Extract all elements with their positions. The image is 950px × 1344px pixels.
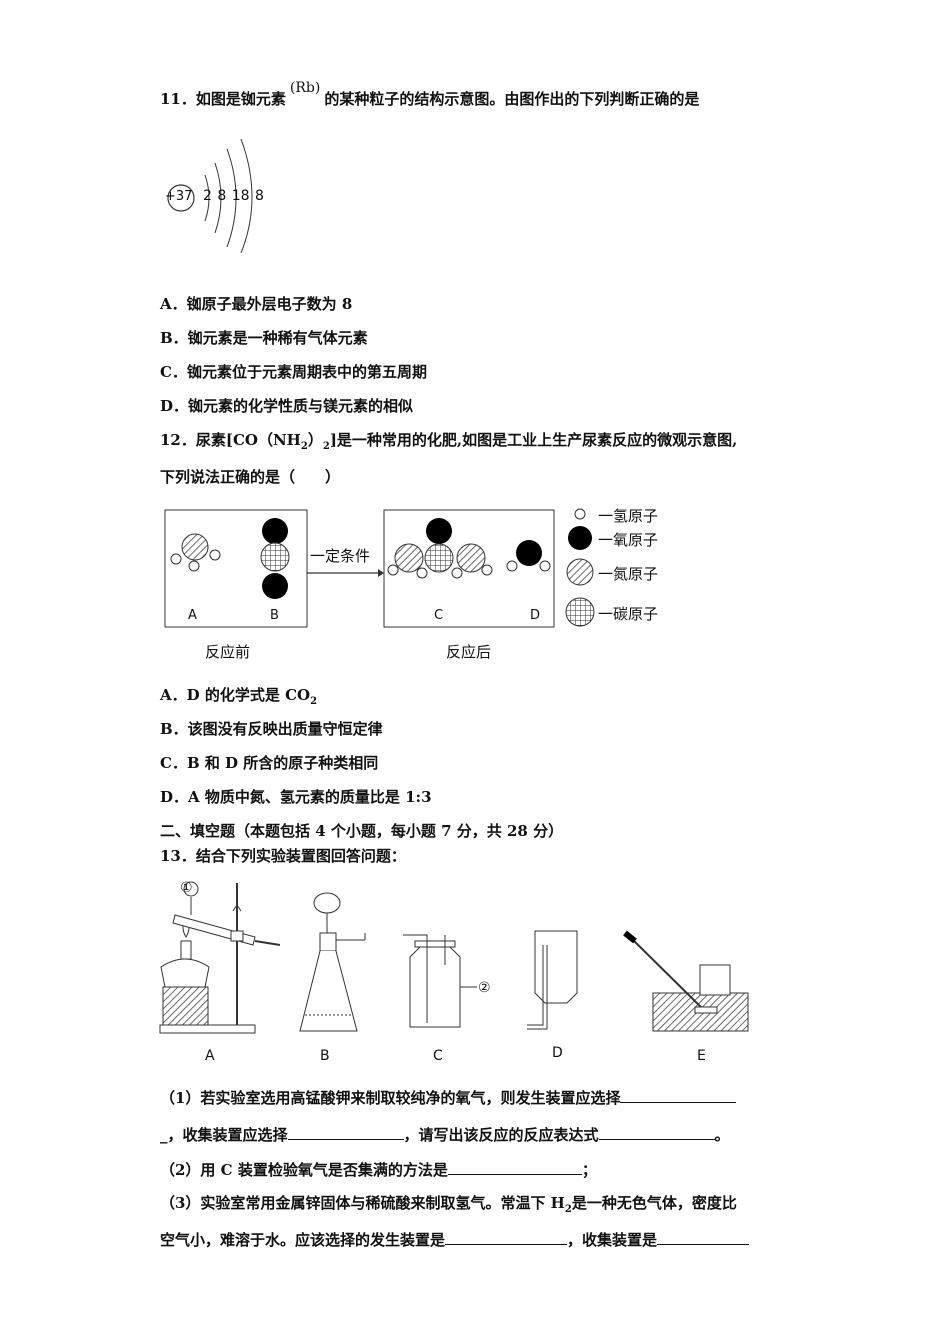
section-heading: 二、填空题（本题包括 4 个小题，每小题 7 分，共 28 分）	[160, 822, 564, 840]
q13-part1-line1: （1）若实验室选用高锰酸钾来制取较纯净的氧气，则发生装置应选择	[160, 1088, 737, 1108]
legend-oxygen: 一氧原子	[598, 531, 659, 549]
diagram-label-d: D	[530, 608, 541, 623]
apparatus-e	[623, 930, 749, 1032]
q12-stem-part2: ）	[307, 431, 323, 449]
answer-blank-1[interactable]	[620, 1088, 737, 1103]
legend-nitrogen-symbol	[566, 558, 594, 586]
q13-p4-text-a: 空气小，难溶于水。应该选择的发生装置是	[160, 1231, 446, 1249]
q11-option-b: B．铷元素是一种稀有气体元素	[160, 329, 368, 347]
legend-oxygen-symbol	[568, 526, 592, 550]
q11-stem-part2: 的某种粒子的结构示意图。由图作出的下列判断正确的是	[324, 90, 700, 108]
marker-1: ①	[180, 880, 193, 896]
q12-option-c: C．B 和 D 所含的原子种类相同	[160, 754, 379, 772]
atom-structure-diagram	[167, 138, 253, 254]
nitrogen-atom-a	[181, 533, 209, 561]
shell-electrons: 2 8 18 8	[203, 188, 264, 204]
hydrogen-atom-d1	[506, 560, 518, 572]
hydrogen-atom-c4	[481, 564, 493, 576]
q13-p2-text-a: （2）用 C 装置检验氧气是否集满的方法是	[160, 1161, 448, 1179]
apparatus-label-e: E	[697, 1048, 706, 1064]
answer-blank-5[interactable]	[445, 1230, 568, 1245]
rb-symbol: (Rb)	[289, 80, 321, 96]
answer-blank-2[interactable]	[287, 1125, 404, 1140]
apparatus-a	[159, 881, 281, 1034]
legend-carbon: 一碳原子	[598, 605, 659, 623]
q12-sub-1: 2	[300, 441, 308, 452]
q12-stem-part3: ]是一种常用的化肥,如图是工业上生产尿素反应的微观示意图,	[329, 431, 738, 449]
q12-stem-part1: 12．尿素[CO（NH	[160, 431, 301, 449]
q11-option-d: D．铷元素的化学性质与镁元素的相似	[160, 397, 414, 415]
q13-part1-line2: _，收集装置应选择 ，请写出该反应的反应表达式 。	[160, 1125, 730, 1145]
q12-option-d: D．A 物质中氮、氢元素的质量比是 1:3	[160, 788, 432, 806]
q13-p1-text-d: 。	[714, 1126, 730, 1144]
label-before: 反应前	[205, 643, 251, 661]
q13-p3-text-b: 是一种无色气体，密度比	[571, 1194, 737, 1212]
q11-option-c: C．铷元素位于元素周期表中的第五周期	[160, 363, 427, 381]
q11-stem-part1: 11．如图是铷元素	[160, 90, 286, 108]
q13-part3-line1: （3）实验室常用金属锌固体与稀硫酸来制取氢气。常温下 H2是一种无色气体，密度比	[160, 1193, 737, 1220]
apparatus-d	[527, 930, 578, 1030]
q11-option-a: A．铷原子最外层电子数为 8	[160, 295, 353, 313]
legend-nitrogen: 一氮原子	[598, 565, 659, 583]
hydrogen-atom-a3	[209, 549, 221, 561]
q13-p1-text-a: （1）若实验室选用高锰酸钾来制取较纯净的氧气，则发生装置应选择	[160, 1089, 621, 1107]
q13-part3-line2: 空气小，难溶于水。应该选择的发生装置是 ，收集装置是	[160, 1230, 750, 1250]
q13-part2: （2）用 C 装置检验氧气是否集满的方法是 ；	[160, 1160, 597, 1180]
q12-stem-line1: 12．尿素[CO（NH2）2]是一种常用的化肥,如图是工业上生产尿素反应的微观示…	[160, 430, 737, 457]
q12-stem-line2: 下列说法正确的是（ ）	[160, 468, 341, 486]
q13-p1-text-b: _，收集装置应选择	[160, 1126, 288, 1144]
q12-option-a: A．D 的化学式是 CO2	[160, 685, 317, 712]
q12-option-b: B．该图没有反映出质量守恒定律	[160, 720, 383, 738]
apparatus-label-c: C	[433, 1048, 443, 1064]
apparatus-label-b: B	[320, 1048, 330, 1064]
hydrogen-atom-c3	[451, 567, 463, 579]
answer-blank-3[interactable]	[598, 1125, 715, 1140]
oxygen-atom-d	[516, 540, 542, 566]
q13-p4-text-b: ，收集装置是	[567, 1231, 658, 1249]
apparatus-b	[299, 892, 366, 1032]
q13-p2-text-b: ；	[581, 1161, 597, 1179]
hydrogen-atom-a2	[188, 560, 200, 572]
apparatus-c	[403, 934, 477, 1028]
answer-blank-6[interactable]	[657, 1230, 750, 1245]
legend-carbon-symbol	[565, 597, 595, 627]
q13-p1-text-c: ，请写出该反应的反应表达式	[403, 1126, 599, 1144]
reaction-condition: 一定条件	[310, 545, 371, 566]
oxygen-atom-c	[426, 518, 452, 544]
answer-blank-4[interactable]	[447, 1160, 582, 1175]
label-after: 反应后	[446, 643, 492, 661]
q12-option-a-sub: 2	[310, 696, 318, 707]
urea-reaction-diagram	[164, 508, 595, 628]
carbon-atom-c	[424, 543, 454, 573]
nitrogen-atom-c2	[456, 543, 486, 573]
hydrogen-atom-a1	[170, 553, 182, 565]
diagram-label-b: B	[270, 608, 279, 623]
oxygen-atom-b2	[262, 573, 288, 599]
diagram-label-c: C	[434, 608, 444, 623]
apparatus-label-a: A	[205, 1048, 215, 1064]
marker-2: ②	[478, 980, 491, 996]
hydrogen-atom-c2	[416, 567, 428, 579]
nucleus-label: +37	[165, 189, 193, 204]
apparatus-label-d: D	[552, 1045, 563, 1061]
q11-stem: 11．如图是铷元素(Rb)的某种粒子的结构示意图。由图作出的下列判断正确的是	[160, 80, 700, 110]
q12-option-a-text: A．D 的化学式是 CO	[160, 686, 311, 704]
nitrogen-atom-c1	[394, 543, 424, 573]
carbon-atom-b	[260, 542, 290, 572]
legend-hydrogen: 一氢原子	[598, 507, 659, 525]
oxygen-atom-b1	[262, 518, 288, 544]
hydrogen-atom-c1	[387, 564, 399, 576]
legend-hydrogen-symbol	[574, 508, 586, 520]
q12-sub-2: 2	[322, 441, 330, 452]
q13-p3-sub: 2	[564, 1204, 572, 1215]
lab-apparatus-diagram	[159, 881, 749, 1034]
diagram-label-a: A	[188, 608, 197, 623]
q13-p3-text-a: （3）实验室常用金属锌固体与稀硫酸来制取氢气。常温下 H	[160, 1194, 565, 1212]
hydrogen-atom-d2	[539, 560, 551, 572]
q13-stem: 13．结合下列实验装置图回答问题：	[160, 847, 406, 865]
